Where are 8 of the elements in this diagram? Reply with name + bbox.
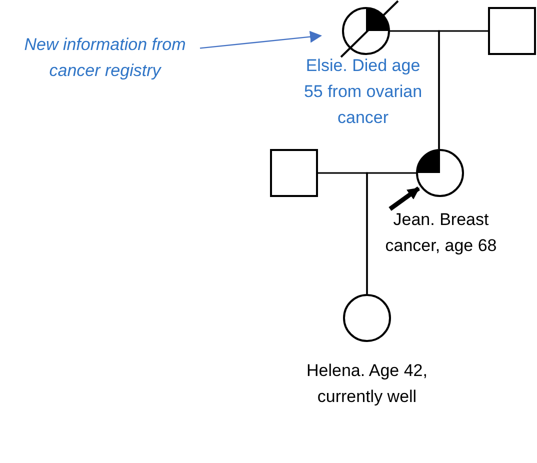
arrow [200, 30, 322, 49]
proband-arrow [388, 186, 420, 211]
person-label: Jean. Breast cancer, age 68 [384, 209, 498, 257]
person-label: Helena. Age 42, currently well [306, 360, 428, 408]
connector-line [366, 172, 416, 294]
person-label: Elsie. Died age 55 from ovarian cancer [302, 55, 424, 129]
annotation-note: New information from cancer registry [23, 34, 187, 82]
connector-line [438, 30, 488, 149]
